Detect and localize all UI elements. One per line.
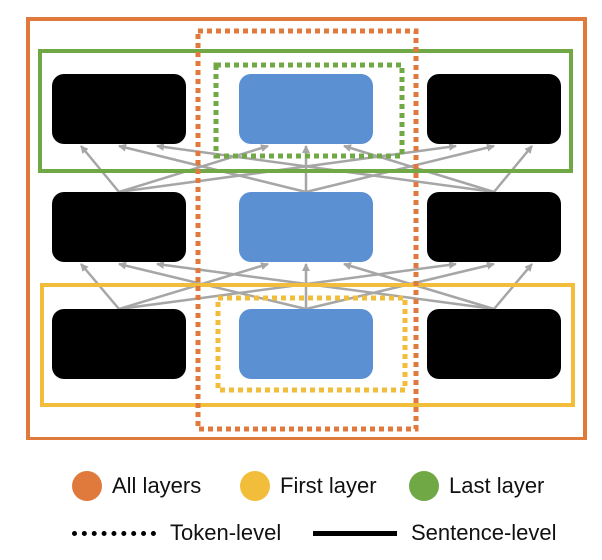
node-layer1-pos1	[52, 309, 186, 379]
node-layer3-pos2	[239, 74, 373, 144]
legend-sentence-level: Sentence-level	[313, 513, 557, 553]
legend-sentence-level-label: Sentence-level	[411, 520, 557, 545]
node-layer1-pos2	[239, 309, 373, 379]
legend-token-level: Token-level	[72, 513, 281, 553]
node-layer2-pos3	[427, 192, 561, 262]
all-layers-token-frame	[195, 28, 419, 432]
last-layer-swatch	[409, 471, 439, 501]
first-layer-token-frame	[215, 295, 408, 393]
first-layer-sentence-frame	[40, 283, 575, 407]
first-layer-swatch	[240, 471, 270, 501]
legend-last-layer-label: Last layer	[449, 473, 545, 498]
dotted-line-sample	[72, 530, 156, 536]
legend-line-styles: Token-level Sentence-level	[0, 513, 602, 553]
solid-line-sample	[313, 530, 397, 536]
legend-all-layers: All layers	[72, 466, 201, 506]
all-layers-sentence-frame	[26, 17, 587, 440]
legend-last-layer: Last layer	[409, 466, 544, 506]
all-layers-swatch	[72, 471, 102, 501]
last-layer-token-frame	[213, 62, 405, 159]
node-layer3-pos3	[427, 74, 561, 144]
legend-token-level-label: Token-level	[170, 520, 282, 545]
node-layer3-pos1	[52, 74, 186, 144]
legend-first-layer: First layer	[240, 466, 377, 506]
node-layer1-pos3	[427, 309, 561, 379]
node-layer2-pos2	[239, 192, 373, 262]
last-layer-sentence-frame	[38, 49, 573, 173]
legend-all-layers-label: All layers	[112, 473, 202, 498]
legend-colors: All layers First layer Last layer	[0, 466, 602, 506]
legend-first-layer-label: First layer	[280, 473, 377, 498]
node-layer2-pos1	[52, 192, 186, 262]
layer-nodes	[52, 74, 561, 379]
layer-diagram	[26, 17, 587, 440]
